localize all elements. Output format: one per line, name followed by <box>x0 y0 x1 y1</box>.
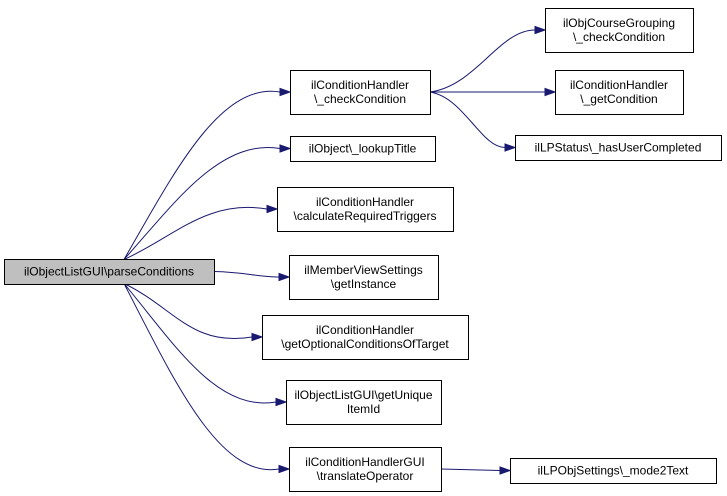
node-box <box>286 380 442 425</box>
node-label-line: \_checkCondition <box>573 30 665 44</box>
node-label-line: ilConditionHandler <box>570 78 668 92</box>
node-box <box>510 458 717 484</box>
edge-check_condition-to-has_user_completed <box>429 91 506 148</box>
node-has-user-completed[interactable]: ilLPStatus\_hasUserCompleted <box>515 135 722 161</box>
node-root[interactable]: ilObjectListGUI\parseConditions <box>4 259 215 285</box>
node-box <box>290 136 436 162</box>
node-mode2text[interactable]: ilLPObjSettings\_mode2Text <box>510 458 717 484</box>
node-box <box>289 447 442 492</box>
node-box <box>545 8 694 53</box>
node-box <box>555 70 684 115</box>
node-box <box>262 315 469 360</box>
node-optional-conditions[interactable]: ilConditionHandler\getOptionalConditions… <box>262 315 469 360</box>
edge-root-to-lookup_title <box>123 146 281 260</box>
node-label-line: ilLPObjSettings\_mode2Text <box>538 464 689 478</box>
edge-check_condition-to-course_grouping <box>429 29 536 93</box>
node-check-condition[interactable]: ilConditionHandler\_checkCondition <box>290 70 431 115</box>
node-box <box>515 135 722 161</box>
node-translate-op[interactable]: ilConditionHandlerGUI\translateOperator <box>289 447 442 492</box>
node-get-condition[interactable]: ilConditionHandler\_getCondition <box>555 70 684 115</box>
node-label-line: ilConditionHandler <box>316 323 414 337</box>
call-nodes: ilObjectListGUI\parseConditions ilConditi… <box>4 8 722 492</box>
node-label-line: \translateOperator <box>317 469 414 483</box>
arrowhead-calc_triggers <box>266 204 279 214</box>
edge-root-to-calc_triggers <box>123 207 268 260</box>
arrowhead-unique_item <box>275 397 288 407</box>
node-label-line: \calculateRequiredTriggers <box>294 209 437 223</box>
node-label-line: ilMemberViewSettings <box>304 263 423 277</box>
arrowhead-get_condition <box>544 87 557 97</box>
node-label-line: ilObjectListGUI\getUnique <box>294 388 432 402</box>
node-label-line: ilConditionHandler <box>311 78 409 92</box>
arrowhead-mode2text <box>499 466 512 475</box>
arrowhead-course_grouping <box>534 25 547 35</box>
node-label-line: \_checkCondition <box>314 92 406 106</box>
edge-root-to-optional_conditions <box>123 283 253 339</box>
node-label-line: \getOptionalConditionsOfTarget <box>281 337 449 351</box>
call-edges <box>123 25 557 475</box>
node-box <box>289 255 439 300</box>
node-label-line: ilObjCourseGrouping <box>563 16 675 30</box>
node-label-line: ItemId <box>347 402 380 416</box>
node-label-line: \getInstance <box>331 277 397 291</box>
edge-root-to-translate_op <box>123 283 280 471</box>
arrowhead-translate_op <box>278 464 291 474</box>
edge-translate_op-to-mode2text <box>440 468 501 471</box>
edge-root-to-check_condition <box>123 90 281 260</box>
node-box <box>290 70 431 115</box>
node-label-line: ilLPStatus\_hasUserCompleted <box>535 141 702 155</box>
node-calc-triggers[interactable]: ilConditionHandler\calculateRequiredTrig… <box>277 187 454 232</box>
node-course-grouping[interactable]: ilObjCourseGrouping\_checkCondition <box>545 8 694 53</box>
node-label-line: ilConditionHandlerGUI <box>305 455 424 469</box>
edge-root-to-member_view <box>213 271 280 278</box>
arrowhead-has_user_completed <box>504 143 517 152</box>
node-lookup-title[interactable]: ilObject\_lookupTitle <box>290 136 436 162</box>
arrowhead-check_condition <box>279 87 292 97</box>
arrowhead-optional_conditions <box>251 332 264 342</box>
node-label-line: \_getCondition <box>580 92 657 106</box>
node-box <box>4 259 215 285</box>
node-label-line: ilObjectListGUI\parseConditions <box>24 265 194 279</box>
arrowhead-member_view <box>278 272 291 282</box>
node-member-view[interactable]: ilMemberViewSettings\getInstance <box>289 255 439 300</box>
node-label-line: ilObject\_lookupTitle <box>309 142 417 156</box>
arrowhead-lookup_title <box>279 144 292 153</box>
node-label-line: ilConditionHandler <box>316 195 414 209</box>
node-box <box>277 187 454 232</box>
edge-root-to-unique_item <box>123 283 277 404</box>
